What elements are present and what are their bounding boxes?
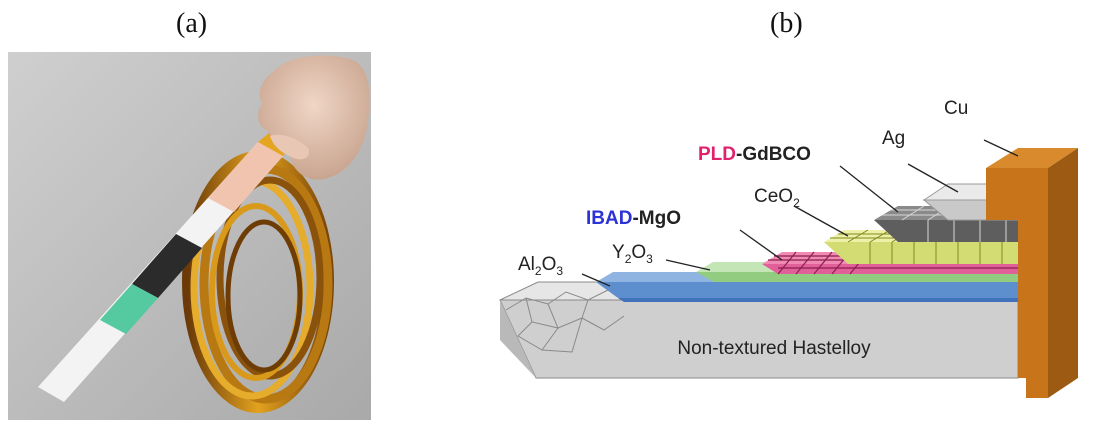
y2o3-label: Y2O3 [612, 242, 653, 266]
hand [257, 55, 370, 180]
panel-label-b: (b) [770, 8, 803, 39]
layer-schematic: Al2O3 Y2O3 IBAD-MgO CeO2 PLD-GdBCO Ag Cu… [499, 98, 1078, 398]
leader-lines [581, 139, 1019, 287]
ag-label: Ag [882, 128, 905, 149]
cu-label: Cu [944, 98, 968, 119]
grain-pattern [505, 289, 625, 353]
substrate-label: Non-textured Hastelloy [677, 338, 871, 359]
pld-gdbco-label: PLD-GdBCO [698, 144, 811, 165]
al2o3-edge [618, 298, 1026, 302]
panel-label-a: (a) [176, 8, 208, 39]
al2o3-label: Al2O3 [518, 254, 563, 278]
tape-photo [8, 52, 371, 420]
tape-strip [38, 114, 308, 402]
cu-layer [986, 148, 1078, 398]
ibad-mgo-label: IBAD-MgO [586, 208, 681, 229]
ceo2-label: CeO2 [754, 186, 800, 210]
